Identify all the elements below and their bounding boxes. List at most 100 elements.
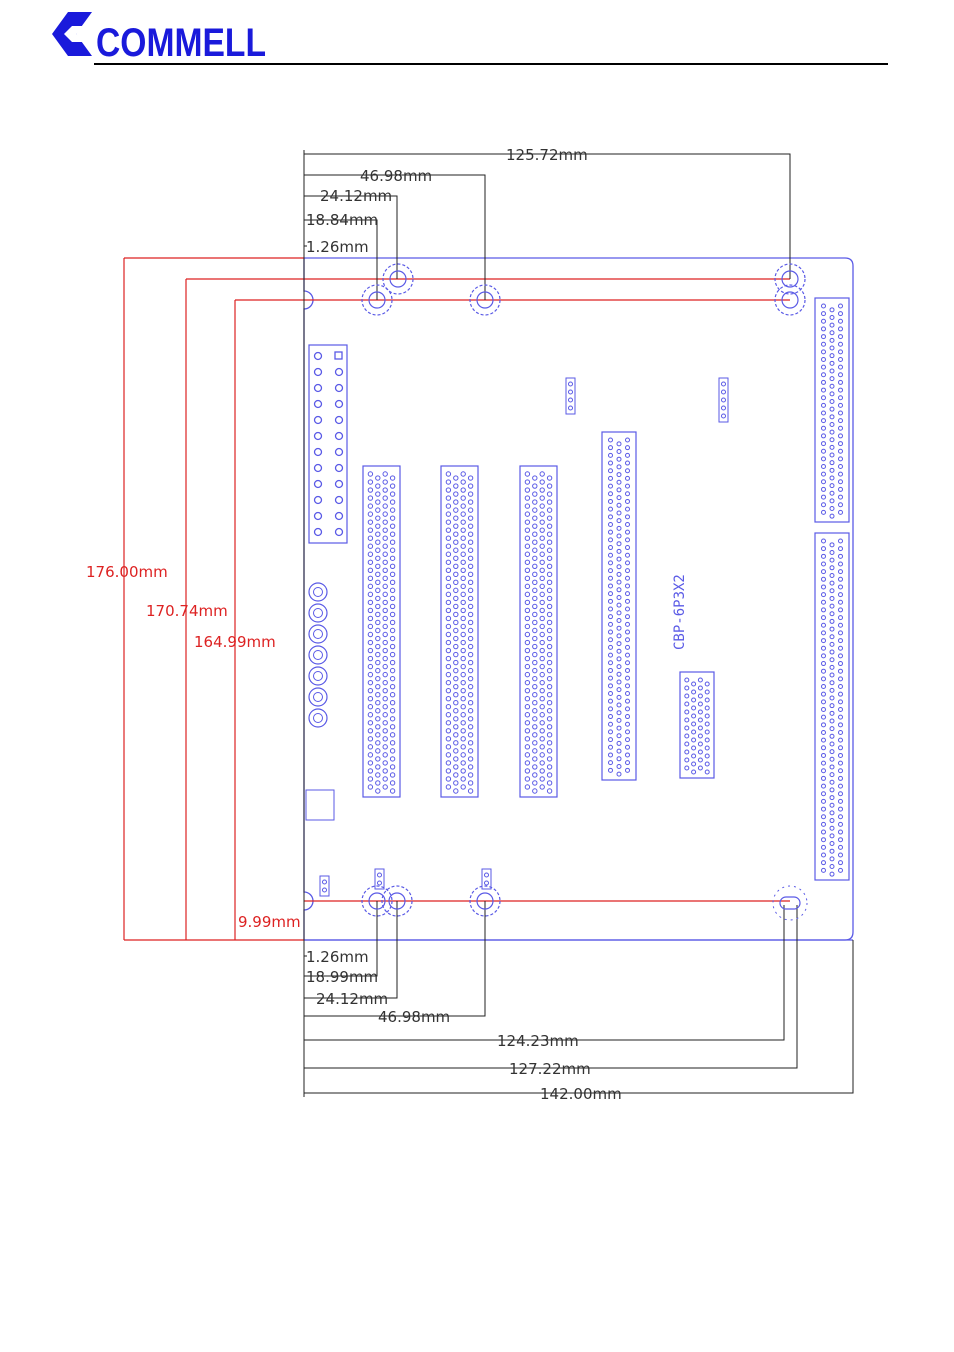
header-pin (334, 479, 344, 489)
connector-pin (821, 311, 826, 317)
connector-pin (684, 701, 690, 707)
connector-pin (616, 518, 622, 524)
connector-pin (389, 483, 396, 489)
mounting-hole (361, 885, 393, 917)
connector-pin (453, 780, 459, 786)
connector-pin (524, 591, 531, 598)
connector-pin (524, 639, 531, 646)
right-connector-2 (814, 532, 850, 881)
connector-pin (616, 633, 622, 639)
connector-pin (382, 623, 388, 630)
connector-pin (467, 603, 474, 610)
connector-pin (460, 639, 466, 646)
connector-pin (382, 487, 388, 493)
connector-pin (389, 756, 396, 762)
connector-pin (524, 551, 531, 557)
connector-pin (382, 583, 388, 590)
connector-pin (375, 691, 381, 698)
connector-pin (389, 507, 396, 513)
connector-pin (532, 475, 538, 481)
connector-pin (838, 768, 843, 774)
connector-pin (382, 784, 388, 790)
led-terminal (308, 666, 328, 686)
connector-pin (838, 410, 843, 416)
connector-pin (625, 583, 630, 589)
connector-pin (616, 602, 622, 608)
connector-pin (453, 619, 459, 626)
connector-pin (821, 372, 826, 378)
connector-pin (625, 752, 630, 758)
connector-pin (691, 721, 697, 727)
connector-pin (829, 360, 835, 366)
connector-pin (704, 737, 710, 743)
connector-pin (625, 560, 630, 566)
connector-pin (625, 621, 630, 627)
dimension-lines (303, 150, 854, 1097)
connector-pin (616, 687, 622, 693)
jumper-pin (568, 389, 573, 395)
connector-pin (467, 772, 474, 778)
connector-pin (838, 806, 843, 812)
header-pin (313, 383, 323, 393)
connector-pin (524, 583, 531, 590)
header-pin (313, 447, 323, 457)
connector-pin (625, 667, 630, 673)
connector-pin (546, 515, 553, 521)
connector-pin (838, 860, 843, 866)
connector-pin (367, 631, 374, 638)
connector-pin (389, 627, 396, 634)
connector-pin (838, 364, 843, 370)
connector-pin (838, 538, 843, 544)
connector-pin (375, 756, 381, 762)
connector-pin (367, 663, 374, 670)
connector-pin (453, 523, 459, 529)
connector-pin (821, 837, 826, 843)
connector-pin (539, 487, 545, 493)
connector-pin (532, 491, 538, 497)
connector-pin (821, 538, 826, 544)
connector-pin (838, 395, 843, 401)
connector-pin (382, 503, 388, 509)
power-header (308, 344, 348, 544)
connector-pin (382, 728, 388, 734)
connector-pin (616, 449, 622, 455)
connector-pin (838, 622, 843, 628)
connector-pin (467, 716, 474, 722)
header-pin (334, 431, 344, 441)
connector-pin (608, 452, 613, 458)
connector-pin (460, 535, 466, 541)
connector-pin (608, 568, 613, 574)
connector-pin (691, 697, 697, 703)
connector-pin (389, 619, 396, 626)
connector-pin (608, 752, 613, 758)
led-terminal (308, 645, 328, 665)
connector-pin (838, 775, 843, 781)
connector-pin (829, 810, 835, 816)
connector-pin (445, 655, 452, 662)
connector-pin (829, 588, 835, 594)
connector-pin (704, 705, 710, 711)
connector-pin (445, 671, 452, 678)
connector-pin (382, 679, 388, 686)
connector-pin (375, 507, 381, 513)
isa-slot (601, 431, 637, 781)
led-terminal-pin (313, 650, 323, 660)
connector-pin (838, 418, 843, 424)
led-terminal-pin (313, 713, 323, 723)
connector-pin (691, 769, 697, 775)
header-pin (334, 495, 344, 505)
connector-pin (691, 745, 697, 751)
connector-pin (460, 776, 466, 782)
connector-pin (367, 752, 374, 758)
connector-pin (829, 452, 835, 458)
connector-pin (375, 724, 381, 730)
connector-pin (375, 788, 381, 794)
connector-pin (829, 572, 835, 578)
pci-slot-1 (362, 465, 401, 798)
jumper-pin (568, 405, 573, 411)
connector-pin (625, 452, 630, 458)
connector-pin (838, 798, 843, 804)
connector-pin (829, 787, 835, 793)
connector-pin (625, 445, 630, 451)
connector-pin (704, 761, 710, 767)
